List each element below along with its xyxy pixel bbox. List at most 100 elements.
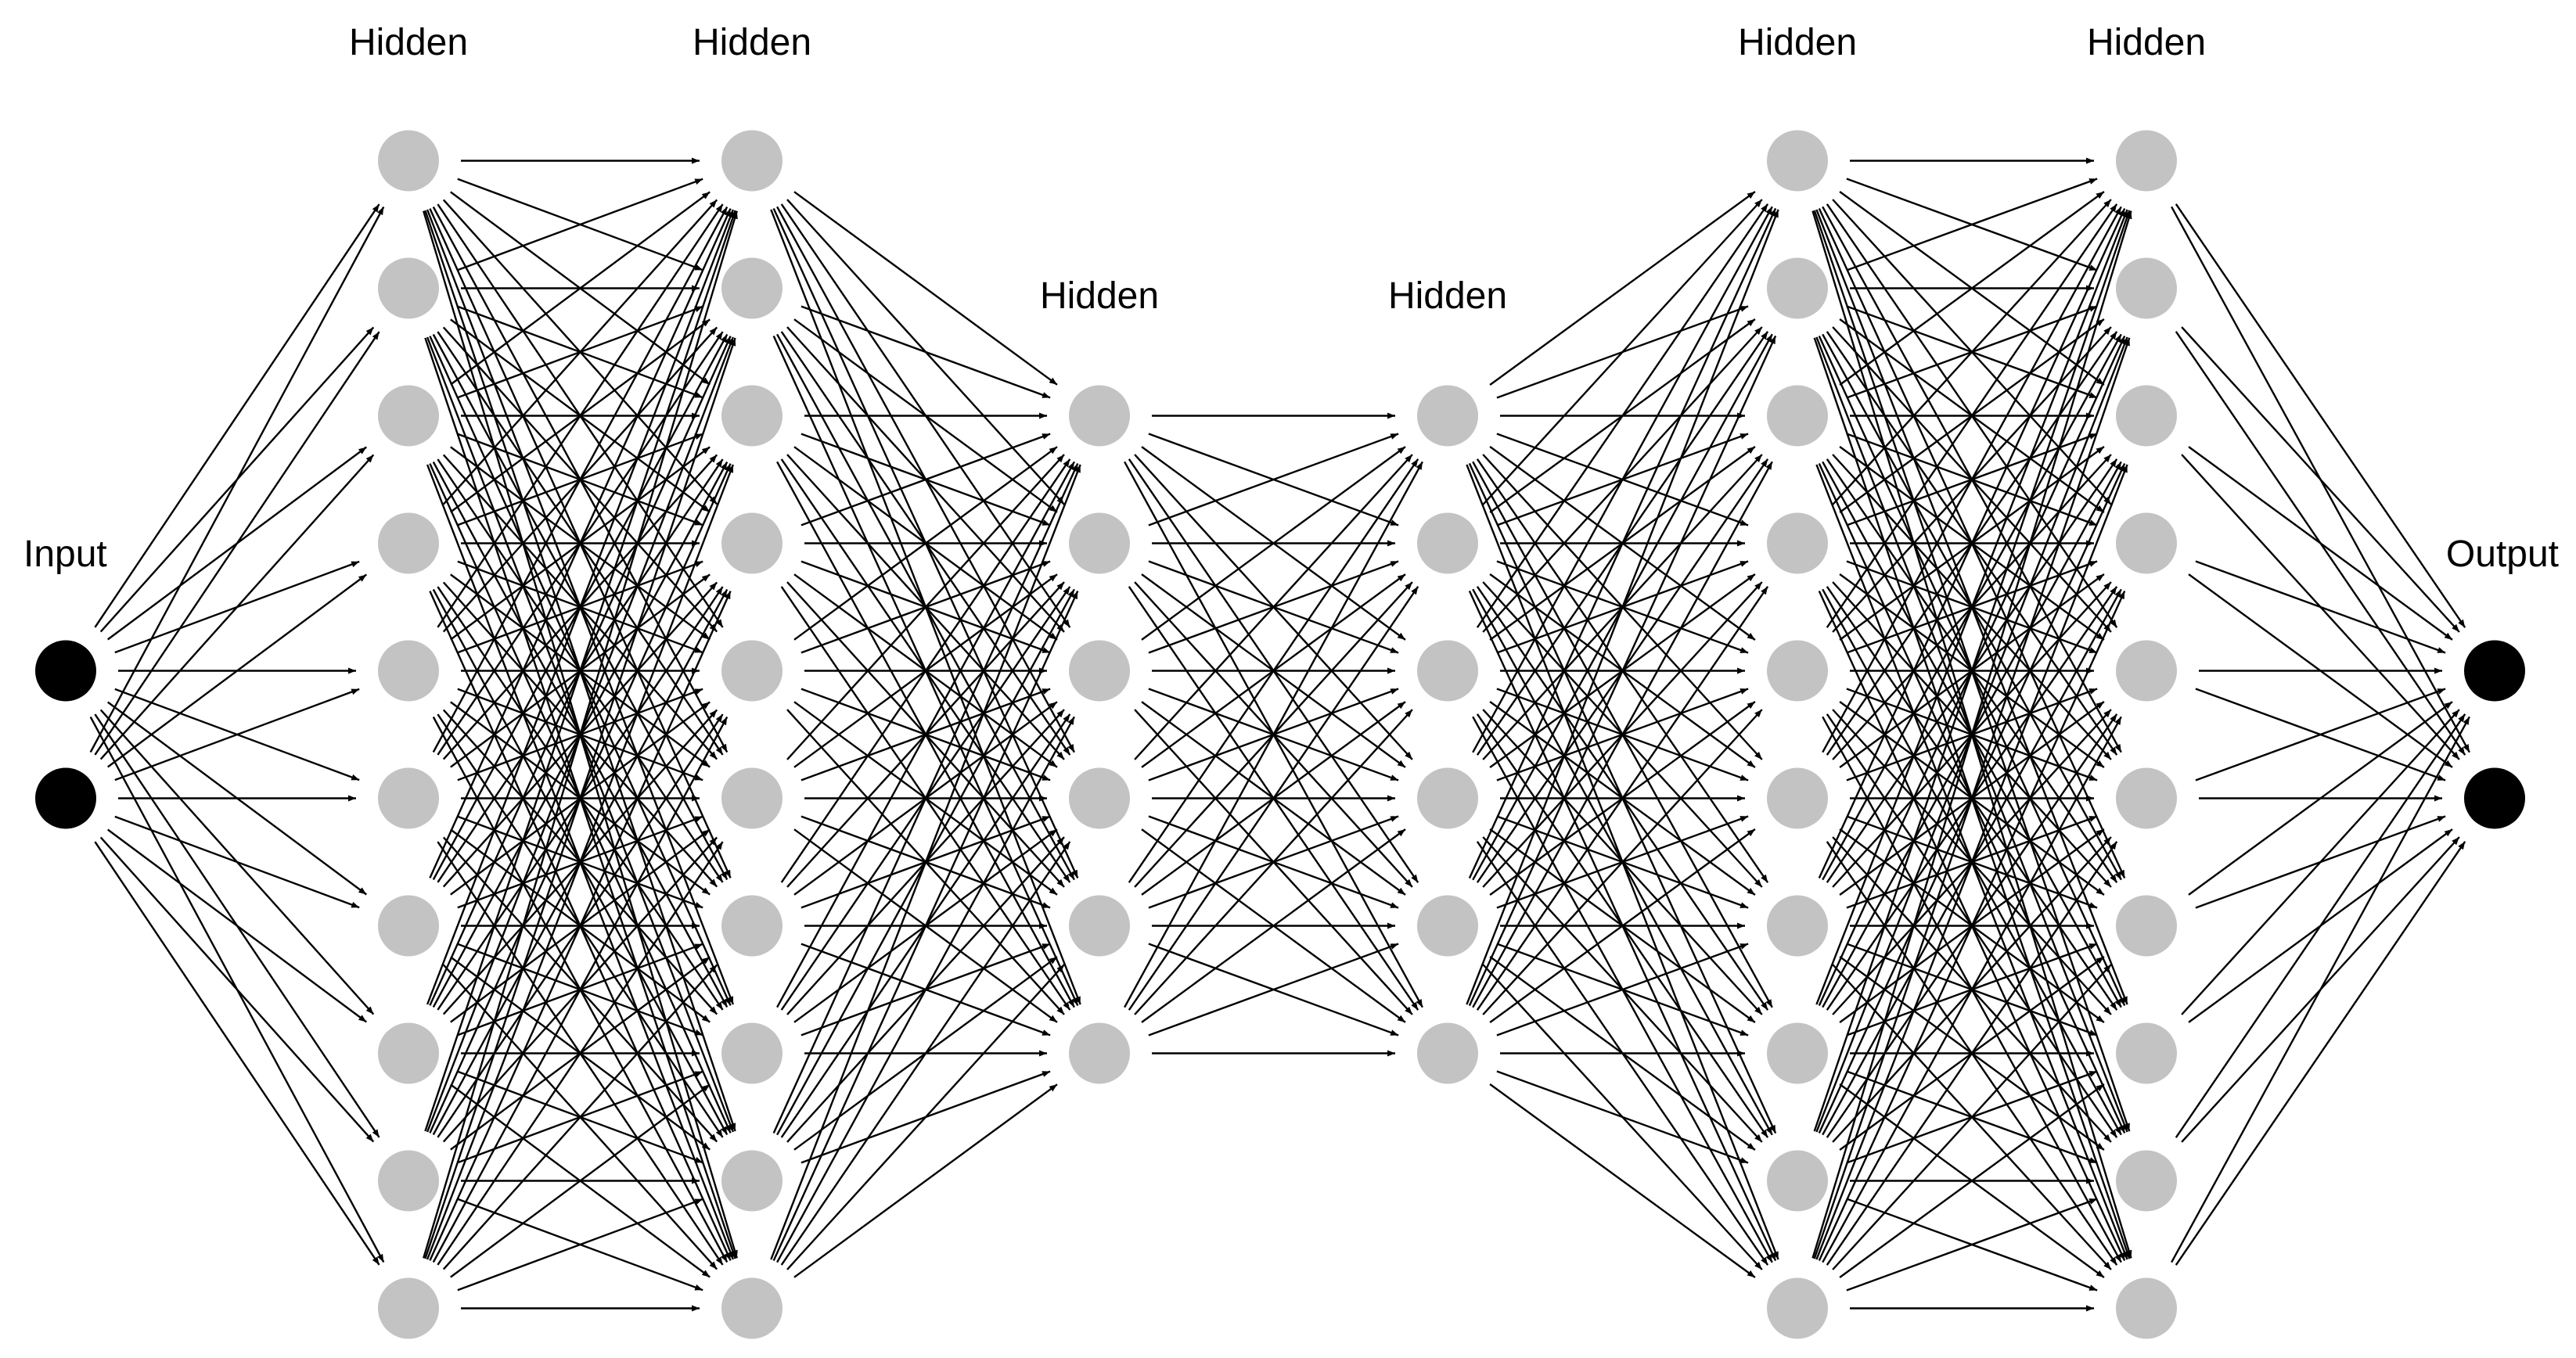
connection-arrow xyxy=(423,210,738,1259)
hidden-neuron xyxy=(2116,257,2177,319)
connection-arrow xyxy=(780,841,1071,1266)
connection-arrow xyxy=(1472,461,1773,1008)
connection-arrow xyxy=(1822,716,2122,1263)
connection-arrow xyxy=(801,305,1051,399)
connection-arrow xyxy=(1476,586,1769,1011)
hidden-neuron xyxy=(1767,130,1828,192)
hidden-neuron xyxy=(378,895,439,957)
connection-arrow xyxy=(1124,461,1423,1008)
connection-arrow xyxy=(1813,337,2131,1259)
hidden-neuron xyxy=(721,130,783,192)
connection-arrow xyxy=(1815,209,2128,1005)
connection-arrow xyxy=(1811,210,2132,1259)
output-neuron xyxy=(2464,640,2525,702)
connection-arrow xyxy=(99,836,375,1143)
connection-arrow xyxy=(2181,709,2460,1015)
hidden-neuron xyxy=(2116,767,2177,829)
hidden-neuron xyxy=(1767,895,1828,957)
connection-arrow xyxy=(780,458,1071,883)
hidden-neuron xyxy=(2116,1277,2177,1339)
connection-arrow xyxy=(432,206,729,753)
connection-arrow xyxy=(786,964,1065,1270)
hidden-neuron xyxy=(721,1150,783,1212)
connection-arrow xyxy=(429,591,732,1261)
connection-arrow xyxy=(442,199,718,505)
connection-arrow xyxy=(424,210,736,1132)
hidden-neuron xyxy=(721,512,783,574)
hidden-neuron xyxy=(1417,640,1478,702)
connection-arrow xyxy=(1818,591,2126,1261)
hidden-neuron xyxy=(378,1022,439,1084)
hidden-neuron xyxy=(1767,385,1828,447)
hidden-neuron xyxy=(1417,767,1478,829)
hidden-neuron xyxy=(1417,895,1478,957)
layer-label-hidden: Hidden xyxy=(693,22,811,63)
hidden-neuron xyxy=(1767,1022,1828,1084)
hidden-neuron xyxy=(1767,1277,1828,1339)
hidden-neuron xyxy=(721,385,783,447)
connection-arrow xyxy=(426,209,735,1005)
connection-arrow xyxy=(776,461,1075,1008)
connection-arrow xyxy=(1496,943,1749,1036)
connection-arrow xyxy=(1826,841,2118,1266)
hidden-neuron xyxy=(1417,385,1478,447)
hidden-neuron xyxy=(2116,640,2177,702)
connection-arrow xyxy=(1489,191,1756,386)
connection-arrow xyxy=(437,841,724,1266)
layer-label-input: Input xyxy=(23,534,107,575)
connection-arrow xyxy=(106,573,368,768)
hidden-neuron xyxy=(378,385,439,447)
connection-arrow xyxy=(1832,964,2112,1270)
connection-arrow xyxy=(432,716,729,1263)
connections xyxy=(89,157,2470,1312)
connection-arrow xyxy=(1134,454,1413,760)
connection-arrow xyxy=(1826,203,2118,628)
connection-arrow xyxy=(1141,828,1406,1023)
hidden-neuron xyxy=(378,257,439,319)
connection-arrow xyxy=(1148,943,1399,1036)
connection-arrow xyxy=(2188,446,2453,641)
connection-arrow xyxy=(2175,841,2466,1266)
connection-arrow xyxy=(1839,1083,2105,1278)
hidden-neuron xyxy=(2116,1022,2177,1084)
hidden-neuron xyxy=(1069,640,1130,702)
connection-arrow xyxy=(772,591,1079,1261)
connection-arrow xyxy=(1846,1198,2098,1292)
hidden-neuron xyxy=(378,512,439,574)
connection-arrow xyxy=(1468,335,1777,1007)
hidden-neuron xyxy=(1417,1022,1478,1084)
connection-arrow xyxy=(450,191,711,386)
hidden-neuron xyxy=(721,767,783,829)
connection-arrow xyxy=(1846,178,2098,271)
connection-arrow xyxy=(793,1083,1058,1278)
connection-arrow xyxy=(2175,203,2466,628)
hidden-neuron xyxy=(721,257,783,319)
hidden-neuron xyxy=(2116,895,2177,957)
connection-arrow xyxy=(437,203,724,628)
connection-arrow xyxy=(1832,199,2112,505)
connection-arrow xyxy=(99,454,375,760)
connection-arrow xyxy=(94,841,380,1266)
connection-arrow xyxy=(114,815,360,909)
connection-arrow xyxy=(106,828,368,1023)
connection-arrow xyxy=(2188,701,2453,896)
hidden-neuron xyxy=(1767,640,1828,702)
connection-arrow xyxy=(1815,464,2128,1260)
hidden-neuron xyxy=(721,640,783,702)
connection-arrow xyxy=(94,203,380,628)
connection-arrow xyxy=(772,463,1079,1133)
connection-arrow xyxy=(1822,206,2122,753)
connection-arrow xyxy=(2175,713,2466,1138)
hidden-neuron xyxy=(2116,512,2177,574)
layer-label-hidden: Hidden xyxy=(349,22,468,63)
neurons xyxy=(35,130,2525,1339)
connection-arrow xyxy=(2195,560,2446,654)
connection-arrow xyxy=(793,191,1058,386)
input-neuron xyxy=(35,767,96,829)
layer-label-output: Output xyxy=(2446,534,2559,575)
hidden-neuron xyxy=(2116,1150,2177,1212)
hidden-neuron xyxy=(1069,1022,1130,1084)
connection-arrow xyxy=(786,454,1065,760)
layer-label-hidden: Hidden xyxy=(1388,275,1507,317)
